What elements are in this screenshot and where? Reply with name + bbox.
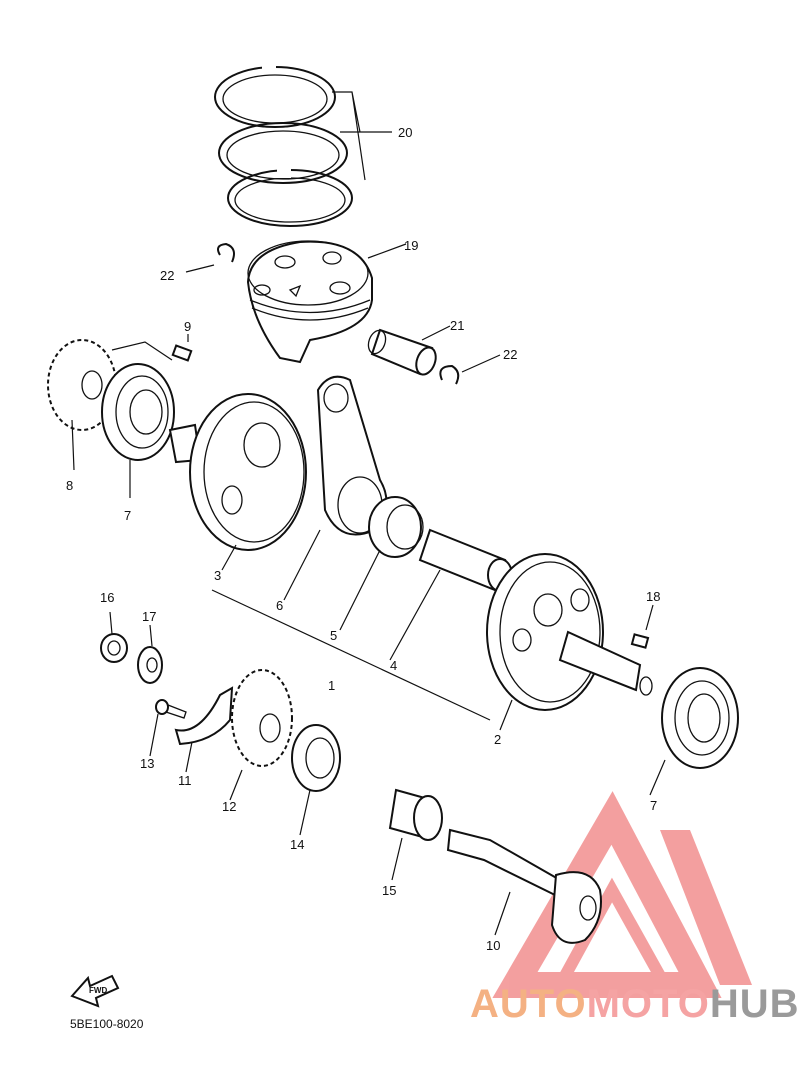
fwd-label: FWD — [89, 986, 107, 995]
key-9 — [171, 344, 193, 362]
callout-15: 15 — [382, 883, 396, 898]
callout-20: 20 — [398, 125, 412, 140]
callout-16: 16 — [100, 590, 114, 605]
callout-11: 11 — [178, 773, 192, 788]
balancer-bushing — [388, 788, 443, 841]
callout-2: 2 — [494, 732, 501, 747]
bearing-left — [101, 363, 175, 461]
crank-wheel-left — [168, 393, 307, 551]
callout-12: 12 — [222, 799, 236, 814]
callout-4: 4 — [390, 658, 397, 673]
watermark-auto: AUTO — [470, 982, 587, 1026]
balancer-plate — [174, 686, 234, 746]
balancer-gear — [231, 669, 293, 767]
lock-washer — [137, 646, 163, 684]
callout-14: 14 — [290, 837, 304, 852]
callout-7-right: 7 — [650, 798, 657, 813]
watermark-brand: AUTOMOTOHUB — [470, 982, 800, 1027]
circlip-right — [439, 364, 460, 385]
callout-5: 5 — [330, 628, 337, 643]
callout-22-left: 22 — [160, 268, 174, 283]
callout-17: 17 — [142, 609, 156, 624]
watermark-hub: HUB — [709, 982, 800, 1026]
callout-18: 18 — [646, 589, 660, 604]
bearing-right — [661, 667, 739, 769]
callout-8: 8 — [66, 478, 73, 493]
balancer-bearing — [291, 724, 341, 792]
watermark-logo-icon — [492, 791, 752, 998]
piston — [246, 240, 373, 364]
nut — [100, 633, 128, 663]
callout-numbers: 20 19 22 21 22 9 8 7 3 6 5 4 1 2 18 7 16… — [66, 125, 660, 953]
callout-7-left: 7 — [124, 508, 131, 523]
needle-bearing — [368, 496, 424, 558]
watermark-moto: MOTO — [586, 982, 710, 1026]
callout-13: 13 — [140, 756, 154, 771]
circlip-left — [217, 242, 235, 263]
callout-19: 19 — [404, 238, 418, 253]
leader-lines — [71, 243, 666, 936]
callout-9: 9 — [184, 319, 191, 334]
crank-wheel-right — [486, 553, 653, 711]
piston-pin — [367, 328, 437, 376]
bolt — [155, 699, 187, 719]
callout-3: 3 — [214, 568, 221, 583]
callout-1: 1 — [328, 678, 335, 693]
key-18 — [630, 633, 650, 649]
callout-6: 6 — [276, 598, 283, 613]
callout-21: 21 — [450, 318, 464, 333]
callout-22-right: 22 — [503, 347, 517, 362]
fwd-arrow-icon: FWD — [70, 974, 120, 1008]
balancer-shaft — [446, 828, 602, 944]
diagram-code: 5BE100-8020 — [70, 1017, 144, 1031]
callout-10: 10 — [486, 938, 500, 953]
piston-rings — [214, 62, 353, 227]
